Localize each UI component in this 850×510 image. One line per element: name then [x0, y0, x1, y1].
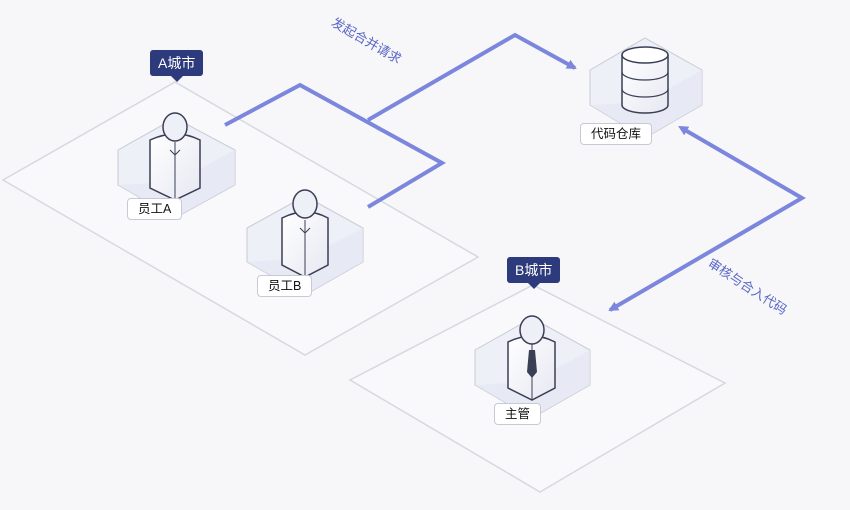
person-icon: [149, 112, 201, 201]
person-icon: [507, 315, 556, 401]
merge-request-connector: [224, 32, 577, 209]
manager-node: [474, 315, 591, 419]
person-icon: [281, 189, 329, 278]
repo-node: [589, 37, 703, 139]
employee-b-label: 员工B: [257, 275, 313, 297]
employee-a-node: [117, 112, 236, 219]
repo-label: 代码仓库: [580, 123, 653, 145]
city-a-platform: [1, 81, 480, 356]
review-merge-connector: [608, 125, 806, 312]
employee-a-label: 员工A: [127, 198, 183, 220]
city-b-tag: B城市: [507, 257, 561, 289]
database-icon: [621, 46, 669, 114]
manager-label: 主管: [494, 403, 542, 425]
city-a-tag: A城市: [150, 50, 204, 82]
employee-b-node: [246, 189, 364, 296]
